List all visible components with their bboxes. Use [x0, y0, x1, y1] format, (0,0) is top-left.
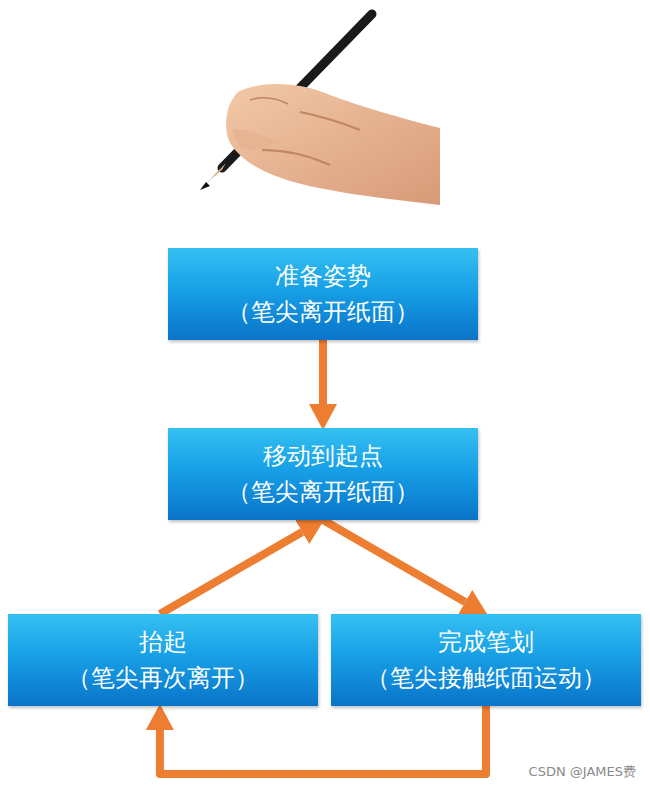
- process-box: 抬起（笔尖再次离开）: [8, 614, 318, 706]
- box-note: （笔尖离开纸面）: [182, 294, 464, 330]
- box-title: 抬起: [22, 624, 304, 660]
- box-note: （笔尖再次离开）: [22, 660, 304, 696]
- box-title: 移动到起点: [182, 438, 464, 474]
- flow-arrow: [160, 706, 486, 774]
- box-note: （笔尖接触纸面运动）: [345, 660, 627, 696]
- process-box: 完成笔划（笔尖接触纸面运动）: [331, 614, 641, 706]
- flow-arrow: [323, 520, 465, 602]
- flow-arrow: [319, 340, 327, 404]
- box-title: 准备姿势: [182, 258, 464, 294]
- box-title: 完成笔划: [345, 624, 627, 660]
- watermark: CSDN @JAMES费: [529, 763, 636, 781]
- flow-arrow: [160, 532, 302, 614]
- process-box: 移动到起点（笔尖离开纸面）: [168, 428, 478, 520]
- box-note: （笔尖离开纸面）: [182, 474, 464, 510]
- process-box: 准备姿势（笔尖离开纸面）: [168, 248, 478, 340]
